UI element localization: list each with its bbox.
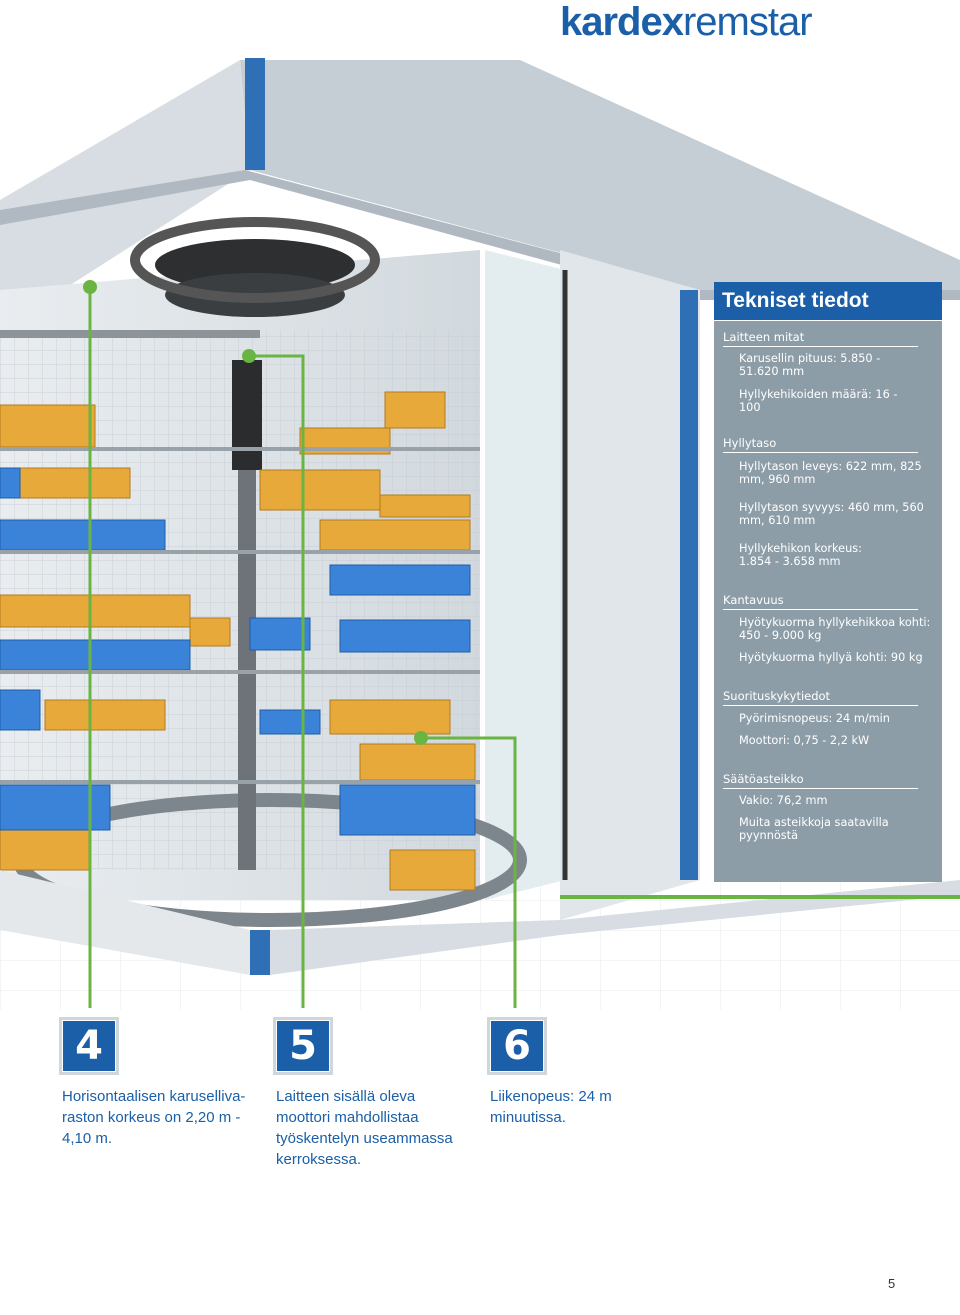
carousel-illustration xyxy=(0,58,960,1010)
page-number: 5 xyxy=(888,1276,896,1291)
spec-carousel-length: Karusellin pituus: 5.850 - 51.620 mm xyxy=(739,352,881,378)
feature-number-4: 4 xyxy=(59,1017,119,1075)
spec-load-per-shelf: Hyötykuorma hyllyä kohti: 90 kg xyxy=(739,651,923,664)
spec-rotation-speed: Pyörimisnopeus: 24 m/min xyxy=(739,712,890,725)
divider xyxy=(723,705,918,706)
kardex-remstar-logo: kardexremstar xyxy=(560,0,813,44)
section-dimensions-heading: Laitteen mitat xyxy=(723,330,805,344)
spec-other-pitch: Muita asteikkoja saatavilla pyynnöstä xyxy=(739,816,889,842)
spec-shelf-frames: Hyllykehikoiden määrä: 16 - 100 xyxy=(739,388,898,414)
divider xyxy=(723,346,918,347)
feature-text-5: Laitteen sisällä oleva moottori mahdolli… xyxy=(276,1088,453,1168)
spec-shelf-depth: Hyllytason syvyys: 460 mm, 560 mm, 610 m… xyxy=(739,501,924,527)
divider xyxy=(723,788,918,789)
spec-frame-height: Hyllykehikon korkeus: 1.854 - 3.658 mm xyxy=(739,542,862,568)
logo-remstar: remstar xyxy=(682,0,813,44)
section-pitch-heading: Säätöasteikko xyxy=(723,772,804,786)
panel-title: Tekniset tiedot xyxy=(714,282,942,321)
divider xyxy=(723,452,918,453)
logo-kardex: kardex xyxy=(560,0,684,44)
feature-text-4: Horisontaalisen karuselliva-raston korke… xyxy=(62,1088,246,1147)
section-shelf-heading: Hyllytaso xyxy=(723,436,777,450)
spec-shelf-width: Hyllytason leveys: 622 mm, 825 mm, 960 m… xyxy=(739,460,922,486)
section-capacity-heading: Kantavuus xyxy=(723,593,784,607)
feature-number-5: 5 xyxy=(273,1017,333,1075)
feature-text-6: Liikenopeus: 24 m minuutissa. xyxy=(490,1088,612,1126)
spec-motor: Moottori: 0,75 - 2,2 kW xyxy=(739,734,870,747)
spec-load-per-frame: Hyötykuorma hyllykehikkoa kohti: 450 - 9… xyxy=(739,616,931,642)
technical-data-panel: Tekniset tiedot Laitteen mitat Karuselli… xyxy=(714,282,942,882)
spec-standard-pitch: Vakio: 76,2 mm xyxy=(739,794,828,807)
section-performance-heading: Suorituskykytiedot xyxy=(723,689,831,703)
feature-number-6: 6 xyxy=(487,1017,547,1075)
divider xyxy=(723,609,918,610)
